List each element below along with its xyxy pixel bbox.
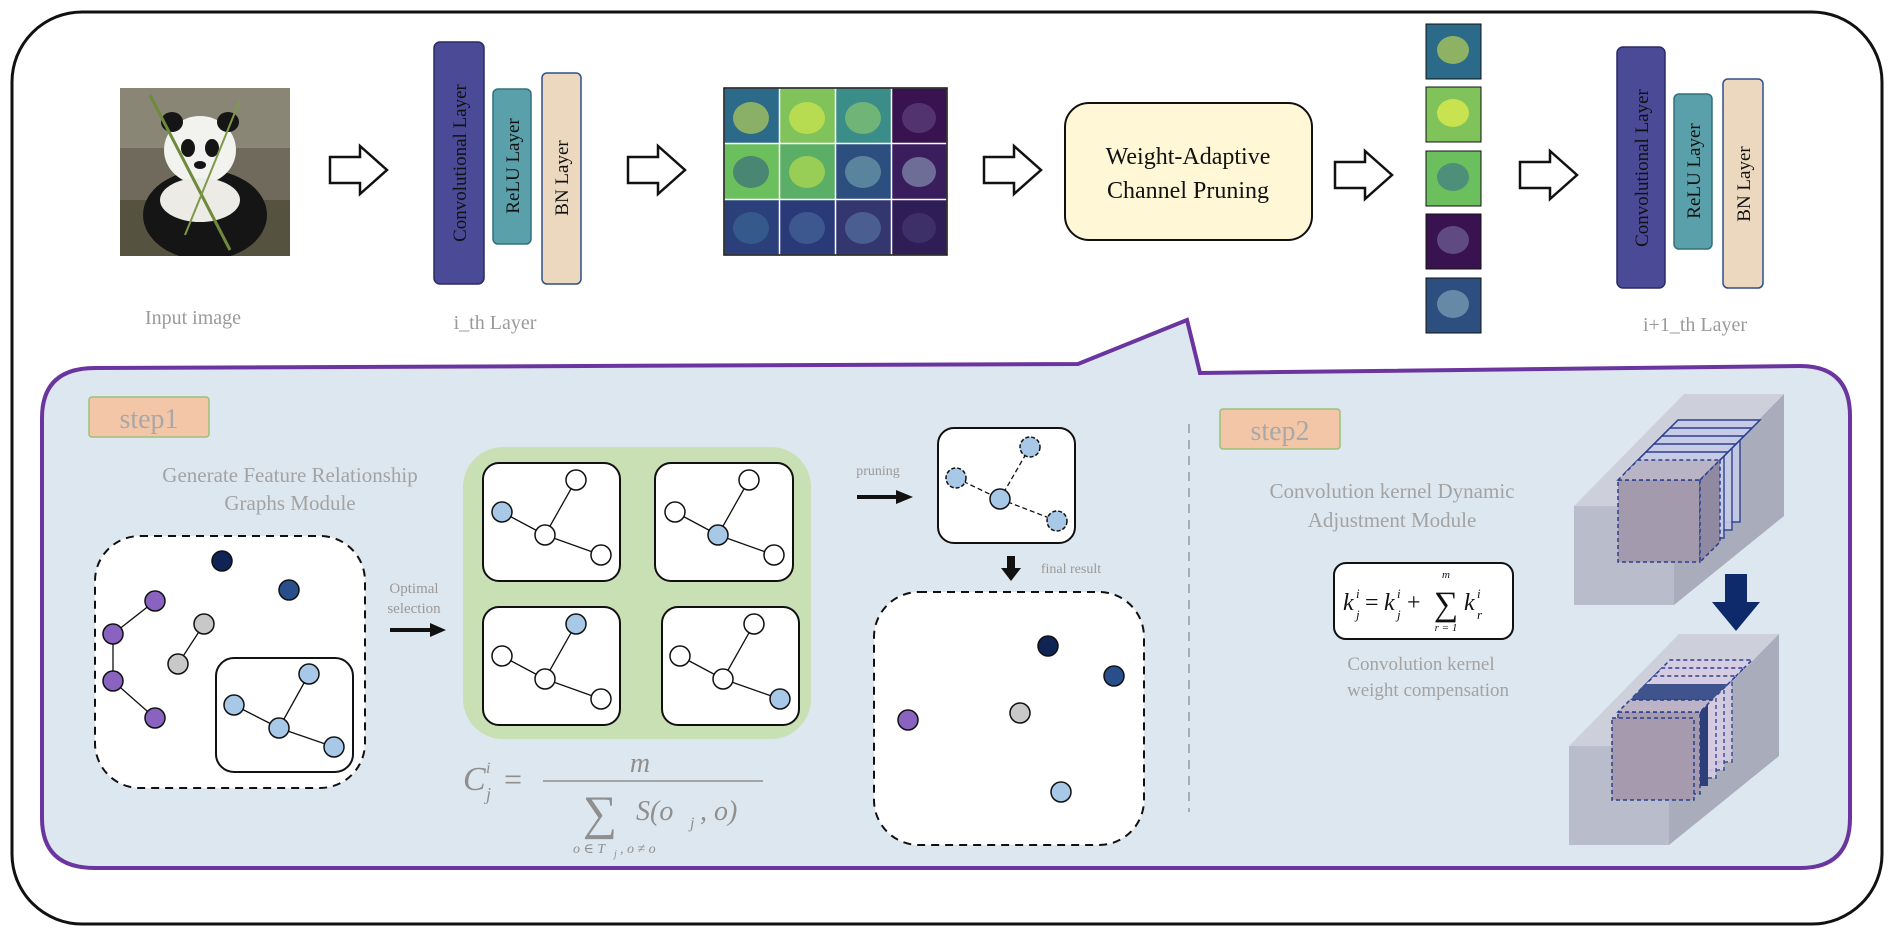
next-bn-layer-block bbox=[1722, 78, 1764, 289]
next-relu-layer-block bbox=[1673, 93, 1713, 250]
svg-text:j: j bbox=[1395, 607, 1401, 622]
kernel-caption-1: Convolution kernel bbox=[1347, 654, 1494, 675]
layer-next-caption: i+1_th Layer bbox=[1643, 314, 1747, 336]
feature-map-grid bbox=[723, 87, 948, 256]
pruned-feature-maps bbox=[1425, 23, 1482, 334]
pruning-arrow bbox=[857, 490, 913, 504]
step2-module-title-1: Convolution kernel Dynamic bbox=[1270, 479, 1515, 503]
candidate-graphs-panel bbox=[463, 447, 811, 739]
next-conv-layer-block bbox=[1616, 46, 1666, 289]
optimal-selection-label-1: Optimal bbox=[389, 581, 438, 597]
step1-tag: step1 bbox=[88, 396, 210, 438]
candidate-graph-1 bbox=[482, 462, 621, 582]
arrow-2 bbox=[626, 143, 687, 197]
svg-text:j: j bbox=[484, 784, 491, 804]
step2-module-title-2: Adjustment Module bbox=[1308, 508, 1477, 532]
svg-text:S(o: S(o bbox=[636, 796, 673, 827]
svg-text:j: j bbox=[688, 815, 695, 832]
svg-text:k: k bbox=[1464, 590, 1475, 616]
svg-text:, o): , o) bbox=[700, 796, 737, 827]
pruning-box-line-2: Channel Pruning bbox=[1107, 178, 1269, 204]
svg-text:=: = bbox=[504, 761, 522, 797]
final-result-graph bbox=[873, 591, 1145, 846]
arrow-4 bbox=[1333, 148, 1394, 202]
kernel-caption-2: weight compensation bbox=[1347, 680, 1509, 701]
candidate-graph-3 bbox=[482, 606, 621, 726]
svg-text:m: m bbox=[630, 748, 650, 779]
kernel-cube-after bbox=[1569, 634, 1779, 845]
optimal-selection-arrow bbox=[390, 623, 446, 637]
input-image bbox=[120, 88, 290, 256]
svg-text:i: i bbox=[1356, 586, 1360, 601]
kernel-adjust-arrow bbox=[1712, 574, 1760, 631]
arrow-3 bbox=[982, 143, 1043, 197]
svg-text:∑: ∑ bbox=[583, 787, 617, 840]
next-conv-layer-label: Convolutional Layer bbox=[1632, 88, 1653, 246]
pruning-box-line-1: Weight-Adaptive bbox=[1106, 144, 1271, 170]
next-bn-layer-label: BN Layer bbox=[1734, 146, 1755, 222]
step1-module-title-2: Graphs Module bbox=[224, 491, 355, 515]
next-relu-layer-label: ReLU Layer bbox=[1684, 123, 1705, 219]
svg-text:r = 1: r = 1 bbox=[1435, 622, 1458, 634]
svg-text:i: i bbox=[486, 760, 490, 777]
candidate-graph-2 bbox=[654, 462, 794, 582]
svg-text:k: k bbox=[1343, 590, 1354, 616]
relu-layer-label: ReLU Layer bbox=[503, 118, 524, 214]
layer-i-caption: i_th Layer bbox=[454, 312, 537, 334]
kernel-cube-before bbox=[1574, 394, 1784, 605]
svg-text:=: = bbox=[1365, 590, 1379, 616]
initial-relationship-graph bbox=[94, 535, 366, 789]
svg-text:i: i bbox=[1397, 586, 1401, 601]
svg-text:+: + bbox=[1407, 590, 1421, 616]
final-result-label: final result bbox=[1041, 562, 1101, 577]
step1-module-title-1: Generate Feature Relationship bbox=[162, 463, 417, 487]
relu-layer-block bbox=[492, 88, 532, 245]
weight-adaptive-pruning-box: Weight-Adaptive Channel Pruning bbox=[1064, 102, 1313, 241]
layer-next-stack: Convolutional Layer ReLU Layer BN Layer bbox=[1616, 46, 1764, 289]
svg-text:j: j bbox=[612, 849, 617, 860]
arrow-1 bbox=[328, 143, 389, 197]
conv-layer-label: Convolutional Layer bbox=[450, 83, 471, 241]
step2-tag: step2 bbox=[1219, 408, 1341, 450]
svg-text:step2: step2 bbox=[1250, 416, 1309, 447]
arrow-5 bbox=[1518, 148, 1579, 202]
candidate-graph-4 bbox=[661, 606, 800, 726]
optimal-selection-label-2: selection bbox=[387, 601, 441, 617]
bn-layer-label: BN Layer bbox=[552, 140, 573, 216]
svg-text:j: j bbox=[1354, 607, 1360, 622]
svg-text:o ∈ T: o ∈ T bbox=[573, 842, 606, 857]
svg-text:step1: step1 bbox=[119, 404, 178, 435]
bn-layer-block bbox=[541, 72, 582, 285]
svg-text:m: m bbox=[1442, 569, 1450, 581]
conv-layer-block bbox=[433, 41, 485, 285]
input-image-caption: Input image bbox=[145, 307, 241, 329]
svg-text:, o ≠ o: , o ≠ o bbox=[620, 842, 656, 857]
svg-text:k: k bbox=[1384, 590, 1395, 616]
centrality-formula: C j i = m ∑ o ∈ T j , o ≠ o S(o j , o) bbox=[463, 748, 763, 860]
layer-i-stack: Convolutional Layer ReLU Layer BN Layer bbox=[433, 41, 582, 285]
kernel-compensation-formula: k j i = k j i + m ∑ r = 1 k r i bbox=[1333, 562, 1514, 640]
svg-text:i: i bbox=[1477, 586, 1481, 601]
svg-text:C: C bbox=[463, 761, 486, 798]
svg-text:r: r bbox=[1477, 607, 1483, 622]
svg-text:∑: ∑ bbox=[1434, 586, 1458, 623]
pruned-graph bbox=[937, 427, 1076, 544]
pruning-label: pruning bbox=[856, 464, 900, 479]
final-result-arrow bbox=[1001, 556, 1021, 581]
